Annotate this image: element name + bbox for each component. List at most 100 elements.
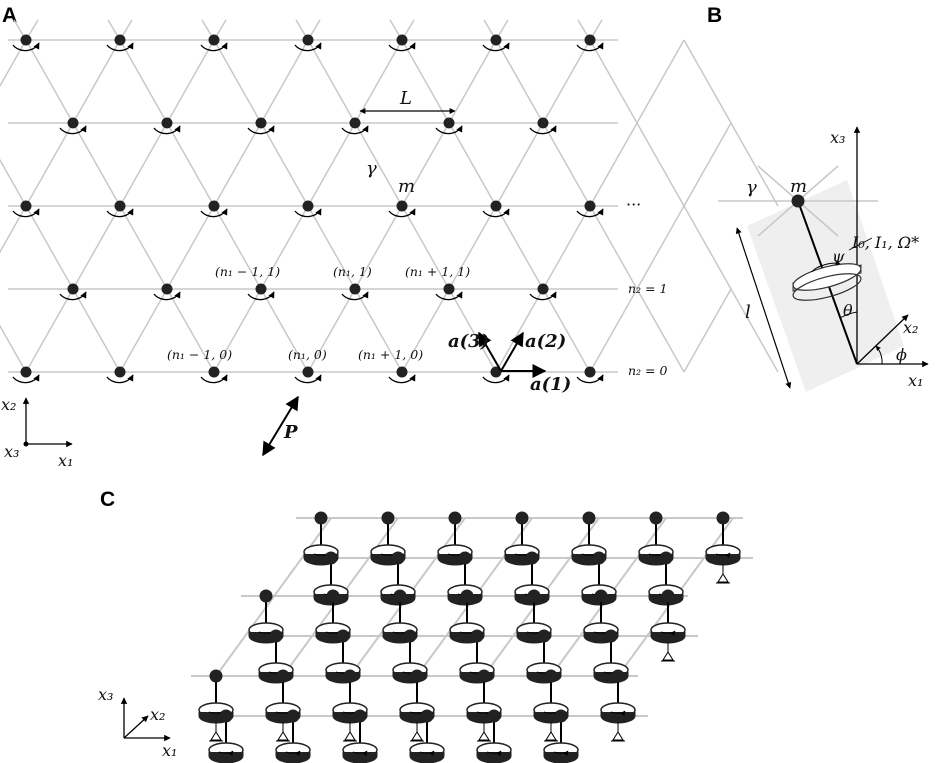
lattice-bond-diagonal <box>589 205 638 290</box>
row-label-n2-1: n₂ = 1 <box>628 281 667 296</box>
gyro-mass <box>661 589 675 603</box>
theta-arc <box>839 311 858 319</box>
phi-arc <box>875 345 883 365</box>
lattice-nodes <box>12 34 604 384</box>
lattice-bond-diagonal <box>213 288 262 373</box>
lattice-bond-diagonal <box>495 122 544 207</box>
pivot-support <box>344 731 356 741</box>
lattice-bond-diagonal <box>401 205 450 290</box>
rotation-arrow <box>482 208 510 218</box>
axis-x1-label: x₁ <box>908 371 923 390</box>
gyro-mass <box>343 669 357 683</box>
lattice-vector-a3 <box>478 331 502 372</box>
lattice-bond-diagonal <box>495 288 544 373</box>
gyro-mass <box>448 511 462 525</box>
lattice-bond-diagonal <box>448 39 497 124</box>
lattice-mass <box>255 283 267 295</box>
lattice-mass <box>161 283 173 295</box>
gyro-disc-rim <box>409 752 445 763</box>
lattice-bond-diagonal <box>636 288 685 373</box>
gyro-spin-arrow <box>610 710 626 717</box>
gyro-spin-arrow <box>715 552 731 559</box>
gyro-mass <box>554 709 568 723</box>
axis-x3-label: x₃ <box>98 685 113 704</box>
inertia-label: I₀, I₁, Ω* <box>851 233 919 252</box>
lattice-bond-diagonal <box>683 39 732 124</box>
lattice-mass <box>67 117 79 129</box>
rotation-arrow <box>247 291 275 301</box>
lattice-bond-diagonal <box>260 39 309 124</box>
lattice-mass <box>302 366 314 378</box>
lattice-bond-diagonal <box>25 39 74 124</box>
gyro-mass <box>649 511 663 525</box>
gyro-mass <box>594 589 608 603</box>
lattice-bond-diagonal <box>166 39 215 124</box>
rotation-arrow <box>59 125 87 135</box>
lattice-bond-diagonal <box>260 122 309 207</box>
lattice-bond-diagonal <box>448 288 497 373</box>
rotation-arrow <box>106 374 134 384</box>
gyro-mass <box>391 551 405 565</box>
rotation-arrow <box>200 374 228 384</box>
lattice-bond-diagonal <box>542 288 591 373</box>
pivot-support <box>545 731 557 741</box>
rotation-arrow <box>529 125 557 135</box>
gyro-mass <box>286 709 300 723</box>
gyro-mass <box>611 669 625 683</box>
inertia-leader <box>848 237 873 251</box>
gyro-mass <box>219 709 233 723</box>
spin-angle-label: ψ <box>832 247 845 266</box>
lattice-bond-diagonal <box>72 288 121 373</box>
lattice-bond-diagonal <box>589 39 638 124</box>
lattice-bond-diagonal <box>0 324 27 373</box>
lattice-mass <box>20 200 32 212</box>
rotation-arrow <box>482 374 510 384</box>
panel-c-letter: C <box>100 488 115 511</box>
gyro-mass <box>592 551 606 565</box>
rotation-arrow <box>482 42 510 52</box>
gyro-mass <box>604 629 618 643</box>
gyro-mass <box>326 589 340 603</box>
gyro-mass <box>515 511 529 525</box>
axis-x2-arrow <box>856 314 909 365</box>
gyro-mass <box>403 629 417 643</box>
lattice-mass <box>208 34 220 46</box>
gyro-mass <box>460 589 474 603</box>
rotation-arrow <box>435 125 463 135</box>
lattice-bond-diagonal <box>542 122 591 207</box>
rotation-arrow <box>341 125 369 135</box>
rotation-arrow <box>200 208 228 218</box>
gyro-lattice <box>191 511 753 763</box>
row-label-n2-0: n₂ = 0 <box>628 363 667 378</box>
lattice-bond-diagonal <box>495 39 544 124</box>
lattice-mass <box>255 117 267 129</box>
lattice-bond-diagonal <box>307 205 356 290</box>
lattice-bond-diagonal <box>589 122 638 207</box>
pivot-support <box>717 573 729 583</box>
lattice-mass <box>302 200 314 212</box>
gyro-mass <box>353 709 367 723</box>
gyro-mass <box>487 709 501 723</box>
lattice-bond-diagonal <box>354 288 403 373</box>
polarization-label: P <box>283 422 298 443</box>
lattice-bond-diagonal <box>72 122 121 207</box>
lattice-mass <box>20 366 32 378</box>
lattice-bond-diagonal <box>0 158 27 207</box>
gyro-spin-arrow <box>352 750 368 757</box>
gyro-spin-arrow <box>553 750 569 757</box>
gyro-mass <box>582 511 596 525</box>
vector-a1-label: a(1) <box>530 374 571 395</box>
lattice-bond-diagonal <box>683 288 732 373</box>
gyro-mass <box>276 669 290 683</box>
stiffness-label: γ <box>746 177 757 198</box>
gyro-disc-rim <box>476 752 512 763</box>
gyro-mass <box>259 589 273 603</box>
node-label: (n₁ − 1, 0) <box>167 347 232 362</box>
rotation-arrow <box>12 208 40 218</box>
gyro-mass <box>537 629 551 643</box>
rotation-arrow <box>341 291 369 301</box>
lattice-bond-diagonal <box>683 205 732 290</box>
lattice-lines <box>0 19 779 373</box>
pivot-support <box>277 731 289 741</box>
